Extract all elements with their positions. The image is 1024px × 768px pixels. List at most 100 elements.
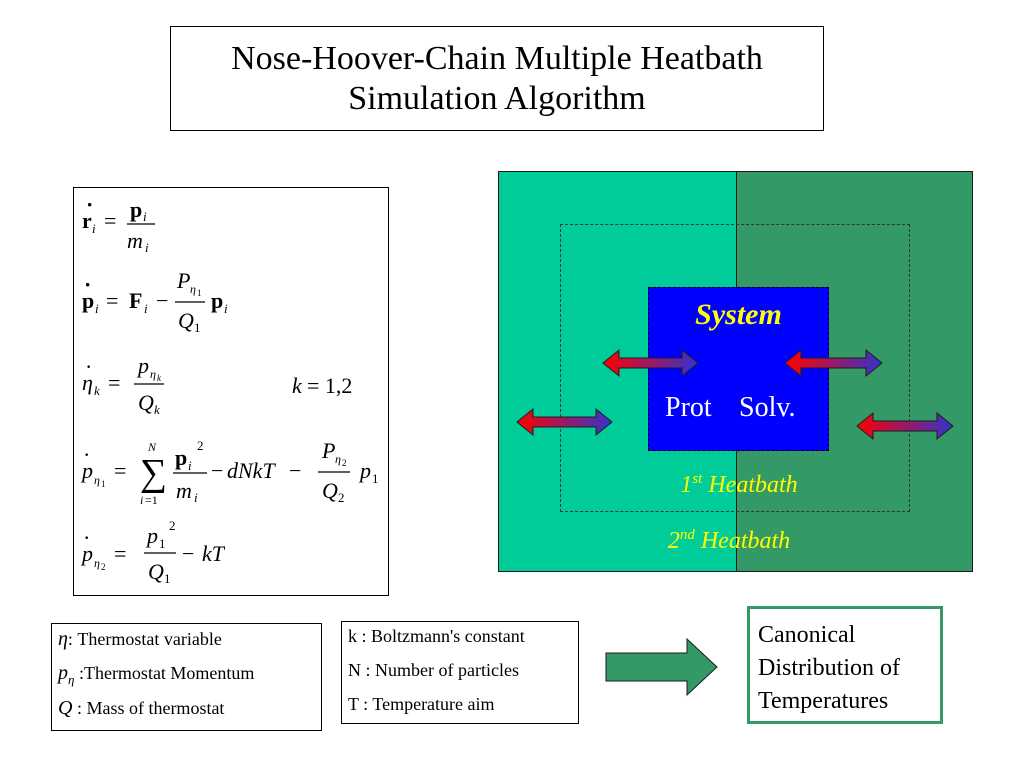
svg-text:1: 1 xyxy=(159,536,166,551)
svg-text:F: F xyxy=(129,288,142,313)
legend-thermostat: η: Thermostat variable pη :Thermostat Mo… xyxy=(51,623,322,731)
svg-text:1: 1 xyxy=(197,288,202,298)
svg-text:k: k xyxy=(292,373,303,398)
svg-text:i: i xyxy=(95,301,99,316)
legend-row-n: N : Number of particles xyxy=(348,660,519,680)
title-line-2: Simulation Algorithm xyxy=(348,79,646,117)
equations-graphic: r · i = p i m i p · i = F i − P η xyxy=(80,192,379,586)
double-arrow-inner-left xyxy=(602,348,699,378)
equation-3: η · k = p η k Q k k = 1,2 xyxy=(82,353,352,417)
equation-2: p · i = F i − P η 1 Q 1 p i xyxy=(82,268,228,335)
svg-text:p: p xyxy=(136,353,149,378)
svg-text:i: i xyxy=(194,490,198,505)
svg-text:i: i xyxy=(145,240,149,255)
legend-row-p-eta: pη :Thermostat Momentum xyxy=(58,662,255,687)
svg-text:2: 2 xyxy=(338,490,345,505)
svg-text:=1: =1 xyxy=(145,493,158,507)
svg-text:=: = xyxy=(108,370,120,395)
svg-text:i: i xyxy=(92,221,96,236)
second-heatbath-label: 2nd Heatbath xyxy=(667,527,791,555)
svg-text:p: p xyxy=(80,541,93,566)
svg-text:m: m xyxy=(176,478,192,503)
svg-text:η: η xyxy=(94,556,100,570)
double-arrow-outer-left xyxy=(516,407,613,437)
svg-text:·: · xyxy=(83,442,90,467)
svg-text:p: p xyxy=(130,197,142,222)
svg-text:=: = xyxy=(104,208,116,233)
svg-text:i: i xyxy=(224,301,228,316)
svg-text:η: η xyxy=(335,452,341,466)
legend-row-eta: η: Thermostat variable xyxy=(58,628,222,650)
exchange-arrows xyxy=(516,348,954,441)
svg-text:Q: Q xyxy=(178,308,194,333)
svg-text:∑: ∑ xyxy=(140,452,167,494)
svg-text:1: 1 xyxy=(194,320,201,335)
svg-text:i: i xyxy=(144,301,148,316)
svg-text:−: − xyxy=(156,288,168,313)
svg-text:−: − xyxy=(182,541,194,566)
svg-text:1: 1 xyxy=(164,571,171,586)
svg-text:=: = xyxy=(106,288,118,313)
system-label: System xyxy=(695,298,782,331)
svg-text:dNkT: dNkT xyxy=(227,458,276,483)
svg-text:i: i xyxy=(140,493,143,507)
title-line-1: Nose-Hoover-Chain Multiple Heatbath xyxy=(231,39,763,77)
svg-text:p: p xyxy=(80,458,93,483)
first-heatbath-label: 1st Heatbath xyxy=(680,471,798,499)
svg-text:·: · xyxy=(85,354,92,379)
svg-text:·: · xyxy=(83,525,90,550)
double-arrow-outer-right xyxy=(856,411,954,441)
legend-row-k: k : Boltzmann's constant xyxy=(348,626,525,646)
svg-text:k: k xyxy=(154,402,160,417)
svg-text:−: − xyxy=(289,458,301,483)
svg-text:k: k xyxy=(94,383,100,398)
result-box: Canonical Distribution of Temperatures xyxy=(747,606,943,724)
result-line-1: Canonical xyxy=(758,622,856,648)
result-line-2: Distribution of xyxy=(758,655,900,681)
result-line-3: Temperatures xyxy=(758,688,889,714)
svg-text:2: 2 xyxy=(101,562,106,572)
svg-text:r: r xyxy=(82,208,92,233)
svg-text:p: p xyxy=(175,445,187,470)
svg-text:·: · xyxy=(86,192,93,217)
svg-text:= 1,2: = 1,2 xyxy=(307,373,352,398)
equations-box: r · i = p i m i p · i = F i − P η xyxy=(73,187,389,596)
prot-label: Prot xyxy=(665,392,712,423)
equation-5: p · η 2 = p 1 2 Q 1 − kT xyxy=(80,518,226,586)
solv-label: Solv. xyxy=(739,392,796,423)
svg-text:Q: Q xyxy=(322,478,338,503)
svg-text:2: 2 xyxy=(197,438,204,453)
svg-text:2: 2 xyxy=(169,518,176,533)
svg-text:1: 1 xyxy=(101,479,106,489)
svg-text:Q: Q xyxy=(138,390,154,415)
legend-row-t: T : Temperature aim xyxy=(348,694,495,714)
equation-1: r · i = p i m i xyxy=(82,192,155,255)
svg-text:i: i xyxy=(143,209,147,224)
svg-text:−: − xyxy=(211,458,223,483)
title-box: Nose-Hoover-Chain Multiple Heatbath Simu… xyxy=(170,26,824,131)
svg-text:η: η xyxy=(94,473,100,487)
svg-text:m: m xyxy=(127,228,143,253)
svg-text:k: k xyxy=(157,373,162,383)
legend-row-q: Q : Mass of thermostat xyxy=(58,697,225,719)
svg-text:P: P xyxy=(321,438,335,463)
first-heatbath-boundary xyxy=(560,224,910,512)
svg-text:1: 1 xyxy=(372,471,379,486)
svg-text:p: p xyxy=(82,288,94,313)
svg-text:p: p xyxy=(145,523,158,548)
svg-text:p: p xyxy=(211,288,223,313)
double-arrow-inner-right xyxy=(784,348,883,378)
svg-text:·: · xyxy=(84,272,91,297)
legend-constants: k : Boltzmann's constant N : Number of p… xyxy=(341,621,579,724)
svg-text:η: η xyxy=(82,370,93,395)
svg-text:p: p xyxy=(358,458,371,483)
equation-4: p · η 1 = N ∑ i =1 p i 2 m i − dNkT − P … xyxy=(80,438,379,507)
svg-text:η: η xyxy=(190,282,196,296)
svg-text:η: η xyxy=(150,367,156,381)
result-arrow-icon xyxy=(605,638,718,697)
svg-text:=: = xyxy=(114,541,126,566)
svg-text:Q: Q xyxy=(148,559,164,584)
system-box xyxy=(648,287,829,451)
svg-text:i: i xyxy=(188,458,192,473)
svg-text:N: N xyxy=(147,440,157,454)
